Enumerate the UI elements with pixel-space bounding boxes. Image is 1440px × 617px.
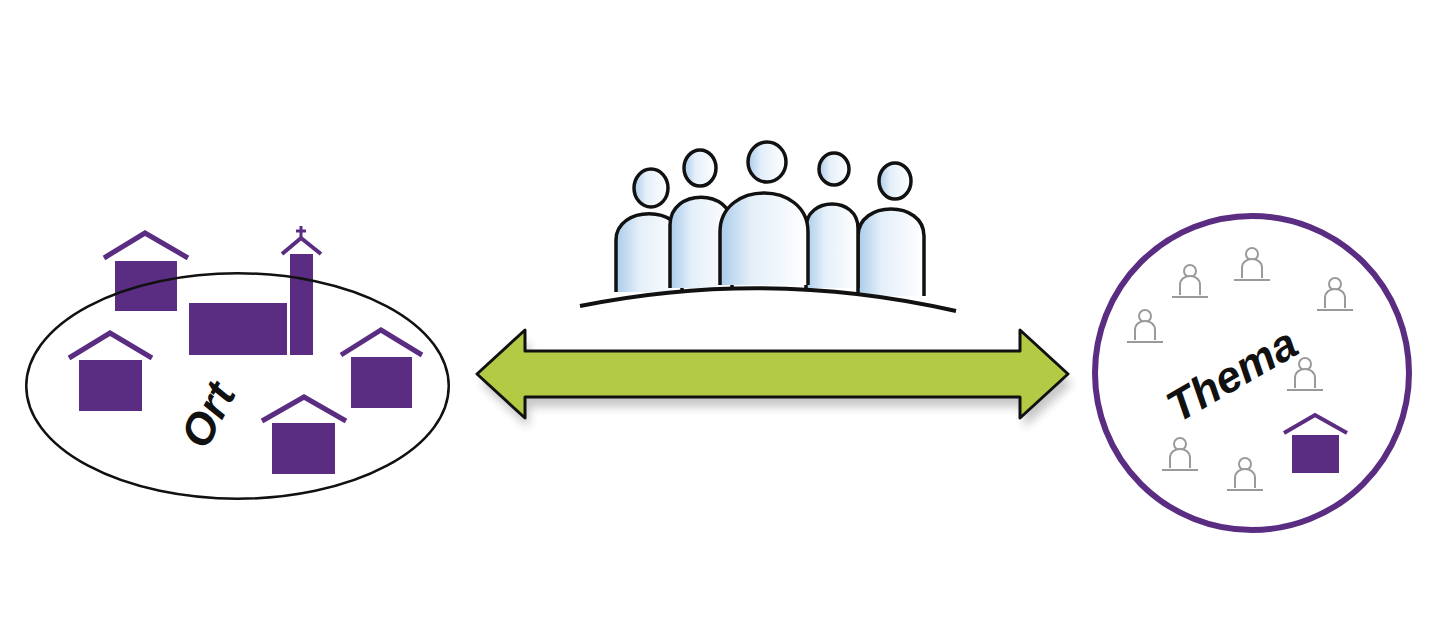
topic-circle: Thema bbox=[1090, 213, 1414, 533]
person bbox=[806, 153, 858, 288]
place-ellipse: Ort bbox=[25, 272, 450, 500]
person bbox=[720, 142, 808, 285]
house-icon bbox=[341, 330, 422, 408]
node-label: Ort bbox=[173, 376, 243, 455]
ground-line bbox=[580, 288, 956, 311]
double-arrow bbox=[477, 330, 1068, 418]
person bbox=[858, 163, 924, 296]
ellipse-outline bbox=[26, 273, 449, 499]
community bbox=[1127, 248, 1353, 490]
house-icon bbox=[69, 333, 152, 411]
place-ellipse-outline bbox=[25, 272, 450, 500]
circle-outline bbox=[1095, 216, 1409, 530]
church-icon bbox=[189, 226, 321, 355]
house-icon bbox=[1284, 415, 1347, 473]
house-icon bbox=[262, 397, 346, 474]
people-group bbox=[580, 142, 956, 311]
village bbox=[69, 226, 422, 474]
node-label: Thema bbox=[1160, 320, 1305, 429]
double-arrow-group bbox=[477, 330, 1072, 428]
house-icon bbox=[104, 233, 188, 311]
